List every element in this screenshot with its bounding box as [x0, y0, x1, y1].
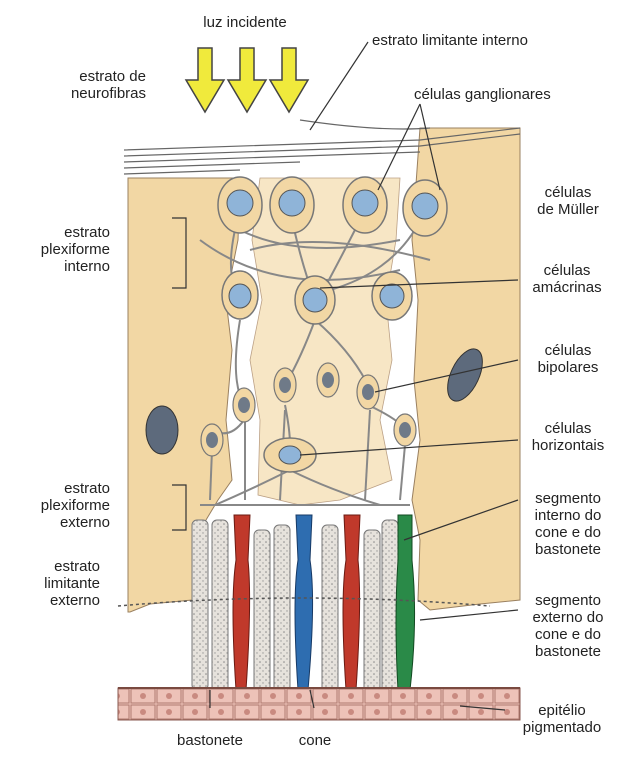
- label-segmento-externo: segmento externo do cone e do bastonete: [520, 592, 616, 660]
- label-cone: cone: [290, 732, 340, 749]
- label-estrato-limitante-externo: estrato limitante externo: [14, 558, 100, 609]
- amacrine-cells: [222, 271, 412, 324]
- label-celulas-amacrinas: células amácrinas: [522, 262, 612, 296]
- label-celulas-horizontais: células horizontais: [520, 420, 616, 454]
- label-segmento-interno: segmento interno do cone e do bastonete: [520, 490, 616, 558]
- light-arrows: [186, 48, 308, 112]
- label-bastonete: bastonete: [160, 732, 260, 749]
- label-celulas-muller: células de Müller: [520, 184, 616, 218]
- label-estrato-limitante-interno: estrato limitante interno: [372, 32, 528, 49]
- label-celulas-ganglionares: células ganglionares: [414, 86, 551, 103]
- label-luz-incidente: luz incidente: [170, 14, 320, 31]
- label-estrato-plexiforme-externo: estrato plexiforme externo: [14, 480, 110, 531]
- label-epitelio-pigmentado: epitélio pigmentado: [510, 702, 614, 736]
- label-estrato-neurofibras: estrato de neurofibras: [6, 68, 146, 102]
- label-celulas-bipolares: células bipolares: [522, 342, 614, 376]
- label-estrato-plexiforme-interno: estrato plexiforme interno: [14, 224, 110, 275]
- pigment-epithelium: [118, 688, 520, 720]
